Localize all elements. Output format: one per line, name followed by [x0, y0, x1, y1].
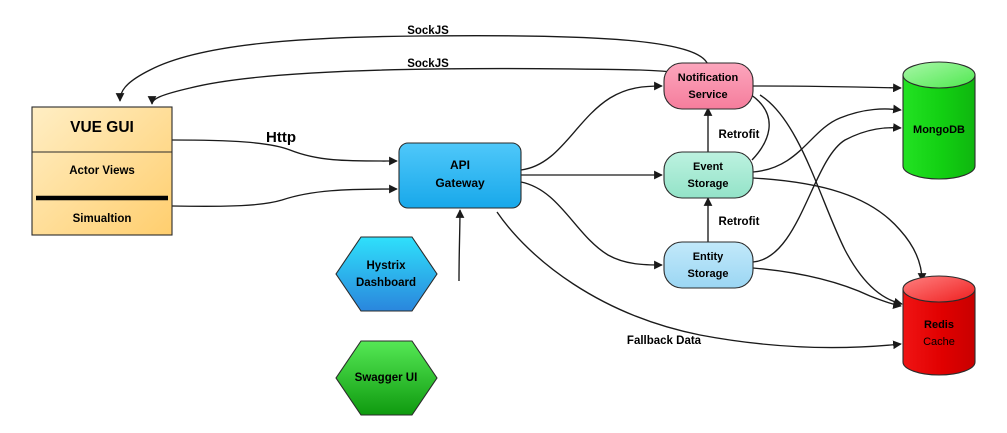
edge-event-to-mongodb [752, 104, 902, 173]
edge-hystrix-to-gateway [455, 209, 465, 282]
hystrix-label-line2: Dashboard [356, 277, 416, 289]
notification-service-line1: Notification [678, 72, 739, 84]
vue-gui-actor-views: Actor Views [69, 165, 135, 177]
node-entity-storage[interactable]: Entity Storage [663, 241, 754, 289]
hystrix-label-line1: Hystrix [367, 260, 407, 272]
node-redis-cache[interactable]: Redis Cache [902, 275, 976, 376]
notification-service-pill[interactable] [663, 62, 754, 110]
entity-storage-pill[interactable] [663, 241, 754, 289]
edge-entity-to-mongodb [752, 123, 902, 263]
mongodb-cylinder-body[interactable] [902, 74, 976, 180]
edge-fallback-gateway-to-redis [496, 211, 902, 350]
mongodb-label: MongoDB [913, 124, 965, 136]
edge-sockjs-notification-to-vue [115, 34, 709, 102]
edge-label-retrofit-upper: Retrofit [719, 129, 760, 141]
mongodb-cylinder-top [902, 61, 976, 89]
vue-gui-simulation: Simualtion [73, 213, 132, 225]
redis-cylinder-body[interactable] [902, 288, 976, 376]
api-gateway-label-line1: API [450, 158, 470, 172]
edge-labels-layer: SockJS SockJS Http Retrofit Retrofit Fal… [266, 25, 760, 347]
event-storage-pill[interactable] [663, 151, 754, 199]
edge-sockjs-event-to-vue [147, 67, 770, 161]
event-storage-line1: Event [693, 161, 723, 173]
edge-vue-simulation-to-gateway [171, 184, 398, 208]
redis-label-line2: Cache [923, 336, 955, 348]
notification-service-line2: Service [688, 89, 727, 101]
edge-label-http: Http [266, 129, 296, 146]
event-storage-line2: Storage [688, 178, 729, 190]
edge-entity-to-redis [752, 267, 902, 310]
node-vue-gui[interactable]: VUE GUI Actor Views Simualtion [31, 106, 173, 236]
edge-label-fallback-data: Fallback Data [627, 335, 702, 347]
edge-label-retrofit-lower: Retrofit [719, 216, 760, 228]
hystrix-hexagon[interactable] [335, 236, 438, 312]
edge-notification-to-redis [759, 94, 903, 307]
swagger-label: Swagger UI [355, 372, 418, 384]
edge-http-vue-to-gateway [171, 139, 398, 166]
node-hystrix-dashboard[interactable]: Hystrix Dashboard [335, 236, 438, 312]
api-gateway-label-line2: Gateway [435, 176, 485, 190]
edge-label-sockjs-second: SockJS [407, 58, 449, 70]
entity-storage-line1: Entity [693, 251, 724, 263]
redis-label-line1: Redis [924, 319, 954, 331]
edge-label-sockjs-top: SockJS [407, 25, 449, 37]
node-mongodb[interactable]: MongoDB [902, 61, 976, 180]
node-event-storage[interactable]: Event Storage [663, 151, 754, 199]
vue-gui-box[interactable] [31, 106, 173, 236]
node-notification-service[interactable]: Notification Service [663, 62, 754, 110]
node-swagger-ui[interactable]: Swagger UI [335, 340, 438, 416]
vue-gui-title: VUE GUI [70, 119, 134, 136]
entity-storage-line2: Storage [688, 268, 729, 280]
edge-gateway-to-entity [520, 181, 663, 270]
node-api-gateway[interactable]: API Gateway [398, 142, 522, 209]
edge-event-to-redis [752, 177, 927, 282]
edges-layer [115, 34, 927, 350]
swagger-hexagon[interactable] [335, 340, 438, 416]
edge-notification-to-mongodb [752, 83, 902, 93]
api-gateway-box[interactable] [398, 142, 522, 209]
edge-gateway-to-notification [520, 81, 663, 171]
redis-cylinder-top [902, 275, 976, 303]
